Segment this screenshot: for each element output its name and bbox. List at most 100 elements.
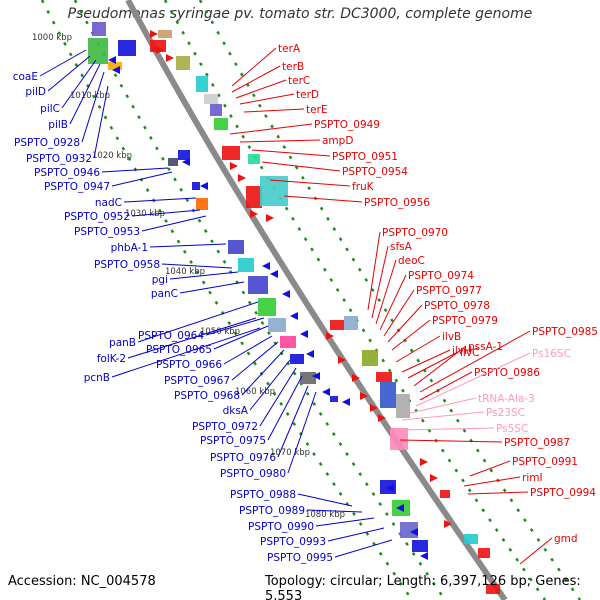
leader-line (467, 491, 529, 495)
leader-line (379, 274, 407, 331)
gene-label: ampD (322, 135, 353, 147)
gene-label: nadC (95, 197, 122, 209)
leader-line (69, 63, 101, 125)
leader-line (259, 367, 297, 427)
gene-label: sfsA (390, 241, 413, 253)
gene-label: terA (278, 43, 301, 55)
gene-arrow (282, 290, 290, 298)
gene-arrow (156, 46, 164, 54)
gene-arrow (238, 174, 246, 182)
gene-arrow (200, 182, 208, 190)
leader-line (137, 301, 259, 343)
gene-block (238, 258, 254, 272)
leader-line (111, 171, 173, 187)
gene-arrow (262, 262, 270, 270)
leader-line (419, 371, 473, 401)
leader-line (47, 55, 91, 92)
leader-line (415, 352, 531, 407)
gene-arrow (410, 528, 418, 536)
gene-block (412, 540, 428, 552)
scale-label: 1020 kbp (92, 151, 132, 161)
leader-line (419, 330, 531, 393)
gene-block (248, 276, 268, 294)
gene-label: Ps16SC (532, 348, 571, 360)
gene-label: PSPTO_0985 (532, 326, 598, 338)
leader-line (101, 167, 169, 173)
gene-label: pcnB (84, 372, 110, 384)
leader-line (287, 391, 317, 474)
gene-arrow (370, 404, 378, 412)
leader-line (231, 47, 277, 87)
leader-line (229, 123, 313, 135)
gene-label: PSPTO_0975 (200, 435, 266, 447)
gene-label: PSPTO_0978 (424, 300, 490, 312)
gene-block (390, 428, 408, 450)
leader-line (367, 231, 381, 311)
gene-label: PSPTO_0932 (26, 153, 92, 165)
gene-block (210, 104, 222, 116)
gene-label: PSPTO_0965 (146, 344, 212, 356)
leader-line (407, 351, 459, 379)
gene-arrow (270, 270, 278, 278)
gene-label: PSPTO_0986 (474, 367, 540, 379)
gene-label: PSPTO_0958 (94, 259, 160, 271)
gene-block (248, 154, 260, 164)
gene-label: PSPTO_0951 (332, 151, 398, 163)
gene-label: Ps23SC (486, 407, 525, 419)
leader-line (61, 59, 97, 109)
scale-label: 1080 kbp (305, 510, 345, 520)
gene-label: coaE (13, 71, 38, 83)
leader-line (283, 195, 363, 203)
gene-label: PSPTO_0970 (382, 227, 448, 239)
gene-block (258, 298, 276, 316)
gene-arrow (290, 312, 298, 320)
leader-line (267, 375, 303, 441)
gene-block (168, 158, 178, 166)
gene-label: PSPTO_0956 (364, 197, 430, 209)
leader-line (375, 259, 397, 325)
leader-line (141, 215, 207, 232)
gene-arrow (300, 330, 308, 338)
leader-line (251, 149, 331, 157)
leader-line (161, 263, 233, 269)
gene-label: PSPTO_0987 (504, 437, 570, 449)
gene-arrow (342, 398, 350, 406)
gene-arrow (182, 158, 190, 166)
leader-line (239, 139, 321, 143)
gene-block (222, 146, 240, 160)
gene-label: PSPTO_0990 (248, 521, 314, 533)
genome-title: Pseudomonas syringae pv. tomato str. DC3… (67, 6, 533, 22)
leader-line (231, 341, 279, 381)
gene-label: PSPTO_0966 (156, 359, 222, 371)
summary-text: Topology: circular; Length: 6,397,126 bp… (265, 574, 581, 600)
gene-block (300, 372, 316, 384)
gene-label: ilvB (442, 331, 461, 343)
gene-label: PSPTO_0953 (74, 226, 140, 238)
gene-arrow (378, 414, 386, 422)
gene-block (196, 198, 208, 210)
gene-label: fruK (352, 181, 375, 193)
gene-arrow (360, 392, 368, 400)
gene-arrow (112, 66, 120, 74)
gene-block (362, 350, 378, 366)
gene-arrow (444, 520, 452, 528)
gene-label: terE (306, 104, 328, 116)
gene-label: pilB (48, 119, 68, 131)
leader-line (127, 317, 257, 359)
scale-label: 1040 kbp (165, 267, 205, 277)
gene-arrow (150, 30, 158, 38)
leader-line (149, 243, 227, 248)
gene-label: PSPTO_0967 (164, 375, 230, 387)
leader-line (399, 439, 503, 443)
gene-label: PSPTO_0993 (260, 536, 326, 548)
gene-arrow (266, 214, 274, 222)
leader-line (391, 319, 431, 351)
gene-block (246, 186, 262, 208)
gene-block (380, 382, 396, 408)
gene-arrow (230, 162, 238, 170)
gene-label: PSPTO_0947 (44, 181, 110, 193)
scale-label: 1050 kbp (200, 327, 240, 337)
gene-arrow (352, 374, 360, 382)
gene-block (158, 30, 172, 38)
leader-line (306, 509, 363, 513)
